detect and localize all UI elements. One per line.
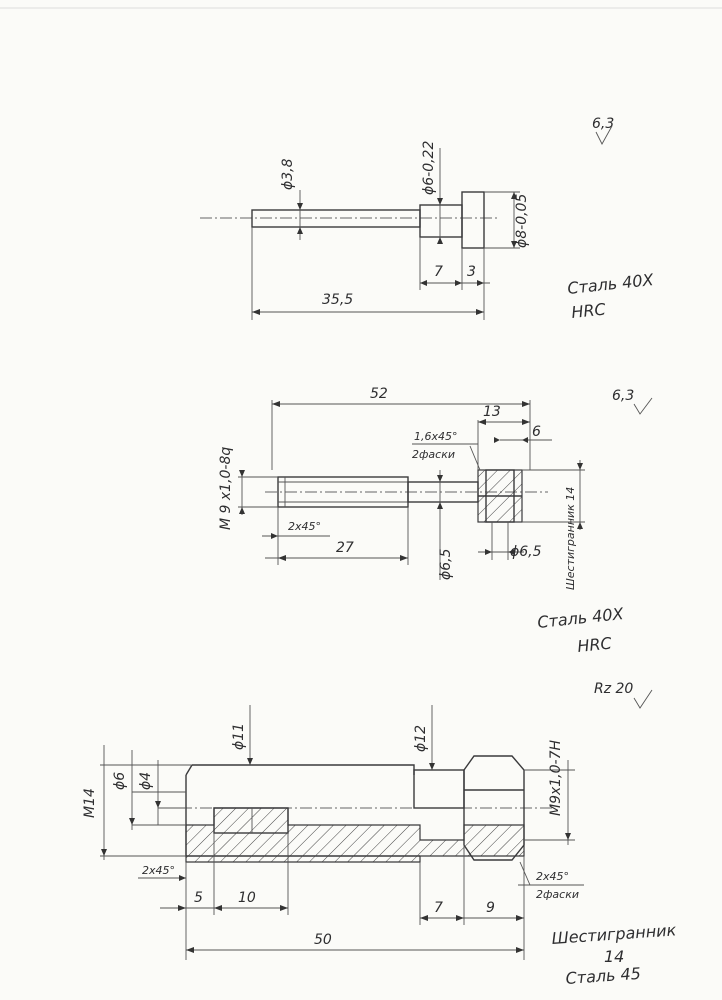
drawing-1-pin: ϕ3,8 ϕ6-0,22 ϕ8-0,05 7 3 35,5 6,3 Ст [200,116,655,322]
dim-dia-rod: ϕ3,8 [280,158,296,190]
dim-dia-neck: ϕ6,5 [438,548,454,580]
drawing-3-housing: М14 ϕ6 ϕ4 ϕ11 ϕ12 М9х1,0-7Н Rz 20 2х45° [82,681,677,988]
chamfer-end-2: 2х45° [288,520,321,533]
chamfer-left: 2х45° [142,864,175,877]
hex-note-3: Шестигранник [551,920,677,948]
dim-dia-hole: ϕ6,5 [510,544,542,560]
roughness-1: 6,3 [592,116,614,132]
hex-size-3: 14 [604,947,624,966]
dim-13: 13 [483,404,501,420]
roughness-3: Rz 20 [594,681,633,697]
chamfer-word-2: 2фаски [412,448,455,461]
material-3: Сталь 45 [565,964,642,988]
dim-len-total: 35,5 [322,292,353,308]
dim-dia-12: ϕ12 [413,725,429,752]
hardness-1: HRC [570,299,607,322]
dim-len-5: 5 [194,890,203,906]
dim-52: 52 [370,386,388,402]
dim-len-7: 7 [434,900,443,916]
dim-dia-4: ϕ4 [138,772,154,790]
dim-dia-6: ϕ6 [112,772,128,790]
dim-len-9: 9 [486,900,495,916]
dim-thread-outer: М14 [82,788,98,818]
chamfer-note-2: 1,6х45° [414,430,458,443]
dim-6: 6 [532,424,541,440]
dim-dia-11: ϕ11 [231,723,247,750]
chamfer-word-3: 2фаски [536,888,579,901]
dim-thread-inner: М9х1,0-7Н [548,740,564,816]
dim-len-total-3: 50 [314,932,332,948]
material-1: Сталь 40Х [566,270,655,298]
dim-len-collar: 7 [434,264,443,280]
dim-dia-collar: ϕ6-0,22 [421,141,437,195]
dim-thread-2: М 9 х1,0-8q [218,447,234,530]
dim-27: 27 [336,540,354,556]
hex-note-2: Шестигранник 14 [564,487,577,590]
dim-dia-head: ϕ8-0,05 [514,194,530,248]
drawing-2-screw: 52 13 6 1,6х45° 2фаски М 9 х1,0-8q 2х45° [218,386,653,656]
dim-len-head: 3 [467,264,476,280]
material-2: Сталь 40Х [536,604,625,632]
roughness-2: 6,3 [612,388,634,404]
hardness-2: HRC [576,633,613,656]
chamfer-right: 2х45° [536,870,569,883]
dim-len-10: 10 [238,890,256,906]
